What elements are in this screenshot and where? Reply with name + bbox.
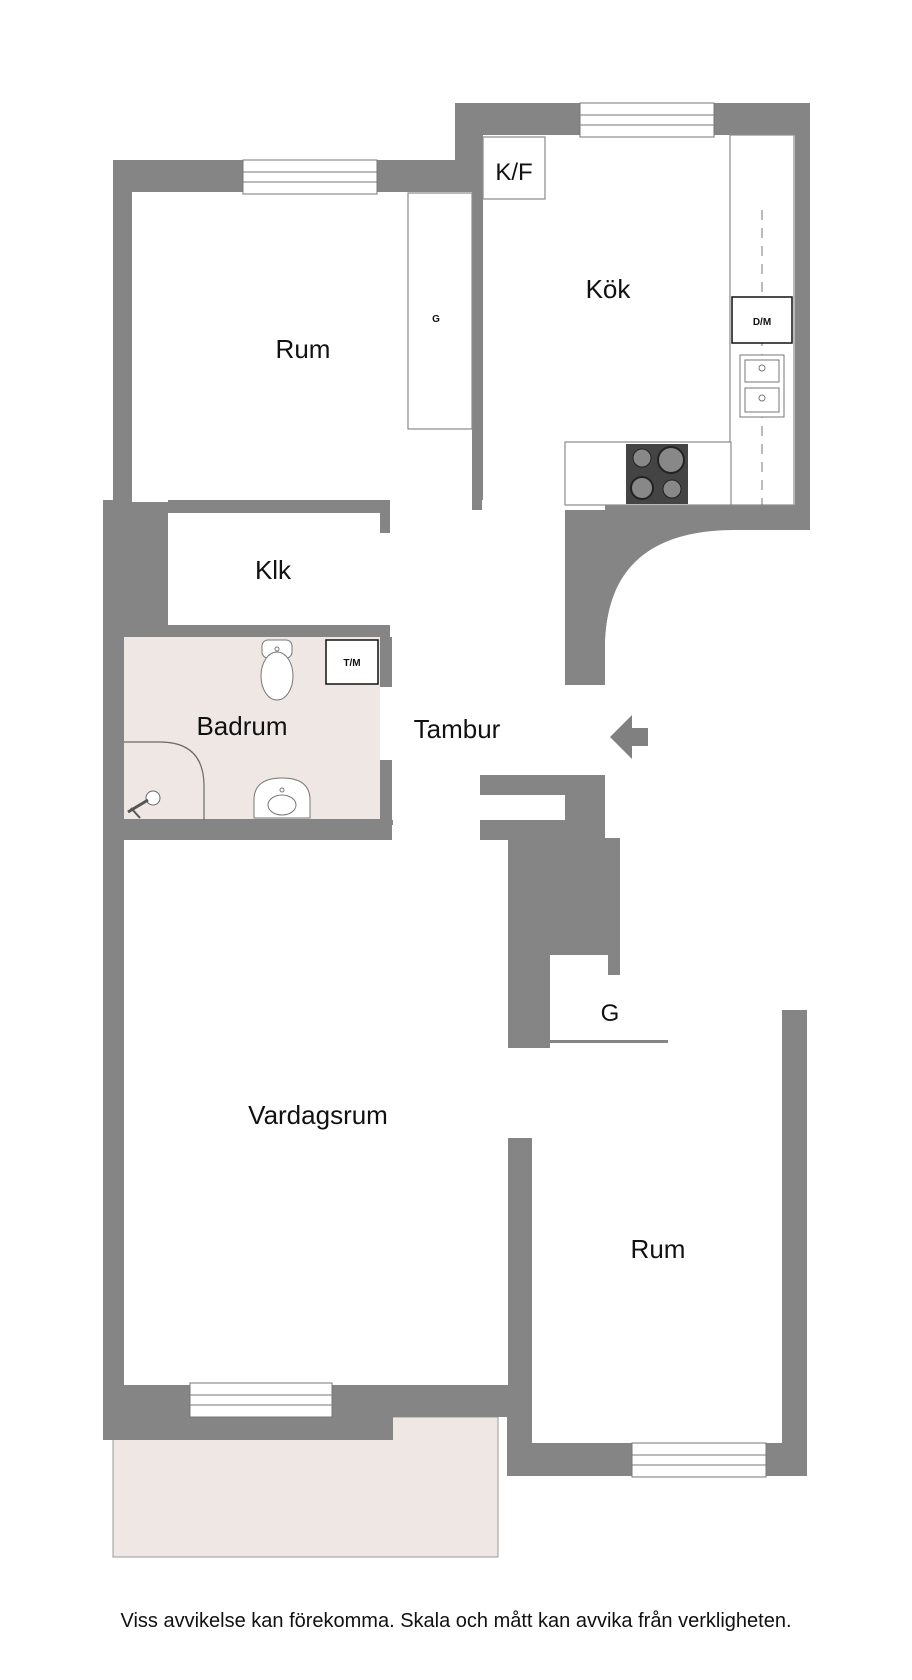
- sink-icon: [253, 777, 311, 819]
- wardrobe-top: [407, 192, 473, 430]
- tm-label: T/M: [343, 658, 360, 669]
- room-label-rum-bottom: Rum: [631, 1234, 686, 1264]
- washer-dryer-box: [325, 639, 379, 685]
- fridge-freezer: [482, 136, 546, 200]
- balcony: [112, 1416, 499, 1558]
- kitchen-sink-icon: [739, 354, 785, 418]
- toilet-icon: [260, 639, 294, 701]
- shower-icon: [124, 741, 205, 820]
- closet-bottom-label: G: [601, 1000, 620, 1027]
- window-icon: [631, 1442, 767, 1478]
- wardrobe-top-label: G: [432, 314, 440, 325]
- dm-label: D/M: [753, 317, 771, 328]
- room-label-klk: Klk: [255, 555, 292, 585]
- room-label-vardagsrum: Vardagsrum: [248, 1100, 388, 1130]
- window-icon: [189, 1382, 333, 1418]
- kf-label: K/F: [495, 159, 532, 186]
- dishwasher-box: [731, 296, 793, 344]
- windows: [189, 102, 767, 1478]
- stove-icon: [626, 444, 688, 504]
- room-label-tambur: Tambur: [414, 714, 501, 744]
- window-icon: [579, 102, 715, 138]
- disclaimer-text: Viss avvikelse kan förekomma. Skala och …: [120, 1610, 792, 1632]
- room-label-kok: Kök: [586, 274, 632, 304]
- window-icon: [242, 159, 378, 195]
- room-label-rum-top: Rum: [276, 334, 331, 364]
- entrance-arrow-icon: [610, 715, 648, 759]
- entrance-curve: [565, 530, 810, 1043]
- room-label-badrum: Badrum: [196, 711, 287, 741]
